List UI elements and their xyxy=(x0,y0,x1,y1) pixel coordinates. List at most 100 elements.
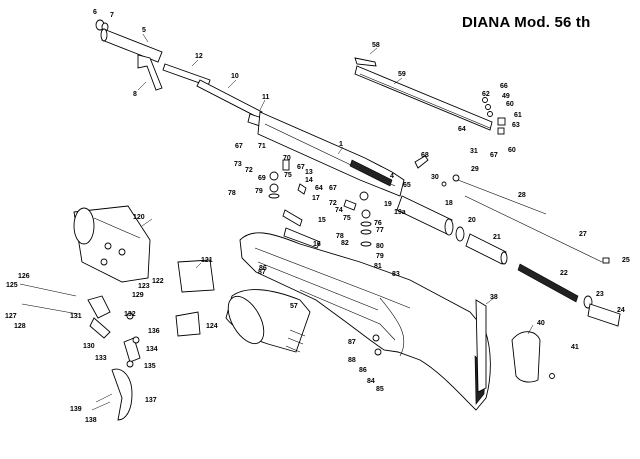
part-label-31: 31 xyxy=(470,148,478,155)
part-label-134: 134 xyxy=(146,346,158,353)
linkage-parts xyxy=(268,159,372,249)
part-label-120: 120 xyxy=(133,214,145,221)
part-label-64: 64 xyxy=(315,185,323,192)
part-label-87: 87 xyxy=(348,339,356,346)
part-label-8: 8 xyxy=(133,91,137,98)
part-label-74: 74 xyxy=(335,207,343,214)
part-label-67: 67 xyxy=(297,164,305,171)
part-label-23: 23 xyxy=(596,291,604,298)
part-label-139: 139 xyxy=(70,406,82,413)
part-label-60: 60 xyxy=(506,101,514,108)
part-label-58: 58 xyxy=(372,42,380,49)
part-label-19a: 19a xyxy=(394,209,406,216)
part-label-67: 67 xyxy=(329,185,337,192)
part-label-126: 126 xyxy=(18,273,30,280)
part-label-12: 12 xyxy=(195,53,203,60)
part-label-136: 136 xyxy=(148,328,160,335)
part-label-13: 13 xyxy=(305,169,313,176)
part-label-77: 77 xyxy=(376,227,384,234)
part-label-71: 71 xyxy=(258,143,266,150)
part-label-64: 64 xyxy=(458,126,466,133)
part-label-86: 86 xyxy=(359,367,367,374)
part-label-138: 138 xyxy=(85,417,97,424)
part-label-30: 30 xyxy=(431,174,439,181)
part-label-86: 86 xyxy=(259,265,267,272)
part-label-79: 79 xyxy=(255,188,263,195)
part-label-75: 75 xyxy=(343,215,351,222)
part-label-127: 127 xyxy=(5,313,17,320)
part-label-123: 123 xyxy=(138,283,150,290)
part-label-67: 67 xyxy=(490,152,498,159)
part-label-16: 16 xyxy=(313,241,321,248)
part-label-67: 67 xyxy=(235,143,243,150)
part-label-83: 83 xyxy=(392,271,400,278)
scope-rail xyxy=(354,57,506,135)
part-label-63: 63 xyxy=(512,122,520,129)
part-label-78: 78 xyxy=(228,190,236,197)
part-label-29: 29 xyxy=(471,166,479,173)
part-label-61: 61 xyxy=(514,112,522,119)
part-label-22: 22 xyxy=(560,270,568,277)
part-label-124: 124 xyxy=(206,323,218,330)
part-label-11: 11 xyxy=(262,94,270,101)
butt-plate xyxy=(475,299,555,393)
part-label-84: 84 xyxy=(367,378,375,385)
part-label-129: 129 xyxy=(132,292,144,299)
part-label-40: 40 xyxy=(537,320,545,327)
part-label-131: 131 xyxy=(70,313,82,320)
part-label-20: 20 xyxy=(468,217,476,224)
part-label-24: 24 xyxy=(617,307,625,314)
part-label-7: 7 xyxy=(110,12,114,19)
part-label-57: 57 xyxy=(290,303,298,310)
part-label-19: 19 xyxy=(384,201,392,208)
part-label-6: 6 xyxy=(93,9,97,16)
part-label-81: 81 xyxy=(374,263,382,270)
part-label-80: 80 xyxy=(376,243,384,250)
part-label-1: 1 xyxy=(339,141,343,148)
part-label-137: 137 xyxy=(145,397,157,404)
part-label-4: 4 xyxy=(390,173,394,180)
leader-lines xyxy=(137,33,534,335)
part-label-59: 59 xyxy=(398,71,406,78)
part-label-82: 82 xyxy=(341,240,349,247)
part-label-65: 65 xyxy=(403,182,411,189)
part-label-27: 27 xyxy=(579,231,587,238)
part-label-10: 10 xyxy=(231,73,239,80)
part-label-85: 85 xyxy=(376,386,384,393)
part-label-66: 66 xyxy=(500,83,508,90)
part-label-132: 132 xyxy=(124,311,136,318)
part-label-70: 70 xyxy=(283,155,291,162)
part-label-121: 121 xyxy=(201,257,213,264)
part-labels: 6 7 5 8 12 10 11 1 4 58 59 66 62 49 60 6… xyxy=(5,9,630,424)
part-label-15: 15 xyxy=(318,217,326,224)
part-label-133: 133 xyxy=(95,355,107,362)
part-label-68: 68 xyxy=(421,152,429,159)
part-label-5: 5 xyxy=(142,27,146,34)
cylinder-spring-group xyxy=(396,155,621,327)
part-label-62: 62 xyxy=(482,91,490,98)
part-label-130: 130 xyxy=(83,343,95,350)
part-label-79: 79 xyxy=(376,253,384,260)
part-label-49: 49 xyxy=(502,93,510,100)
part-label-69: 69 xyxy=(258,175,266,182)
part-label-28: 28 xyxy=(518,192,526,199)
part-label-75: 75 xyxy=(284,172,292,179)
trigger-housing xyxy=(19,205,215,421)
part-label-72: 72 xyxy=(329,200,337,207)
part-label-17: 17 xyxy=(312,195,320,202)
part-label-41: 41 xyxy=(571,344,579,351)
part-label-76: 76 xyxy=(374,220,382,227)
part-label-135: 135 xyxy=(144,363,156,370)
part-label-125: 125 xyxy=(6,282,18,289)
part-label-88: 88 xyxy=(348,357,356,364)
muzzle-housing xyxy=(225,289,311,353)
part-label-128: 128 xyxy=(14,323,26,330)
diagram-title: DIANA Mod. 56 th xyxy=(462,14,591,31)
part-label-87: 87 xyxy=(258,269,266,276)
part-label-21: 21 xyxy=(493,234,501,241)
part-label-73: 73 xyxy=(234,161,242,168)
part-label-18: 18 xyxy=(445,200,453,207)
barrel-assembly xyxy=(95,19,405,197)
part-label-72: 72 xyxy=(245,167,253,174)
